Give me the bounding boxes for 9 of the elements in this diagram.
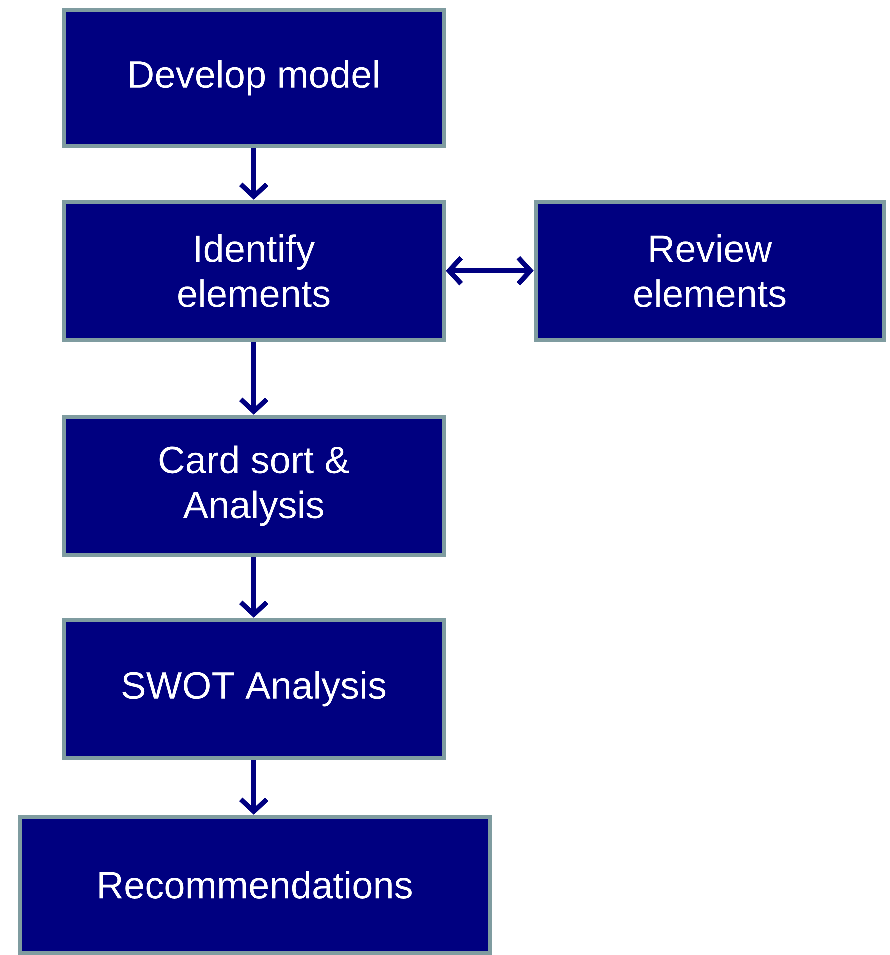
process-box: Card sort & Analysis <box>62 415 446 557</box>
process-box: Recommendations <box>18 815 492 955</box>
process-box: Review elements <box>534 200 886 342</box>
arrow <box>239 342 269 415</box>
arrow <box>446 256 534 286</box>
process-box: Develop model <box>62 8 446 148</box>
process-box: SWOT Analysis <box>62 618 446 760</box>
process-box: Identify elements <box>62 200 446 342</box>
arrow <box>239 557 269 618</box>
